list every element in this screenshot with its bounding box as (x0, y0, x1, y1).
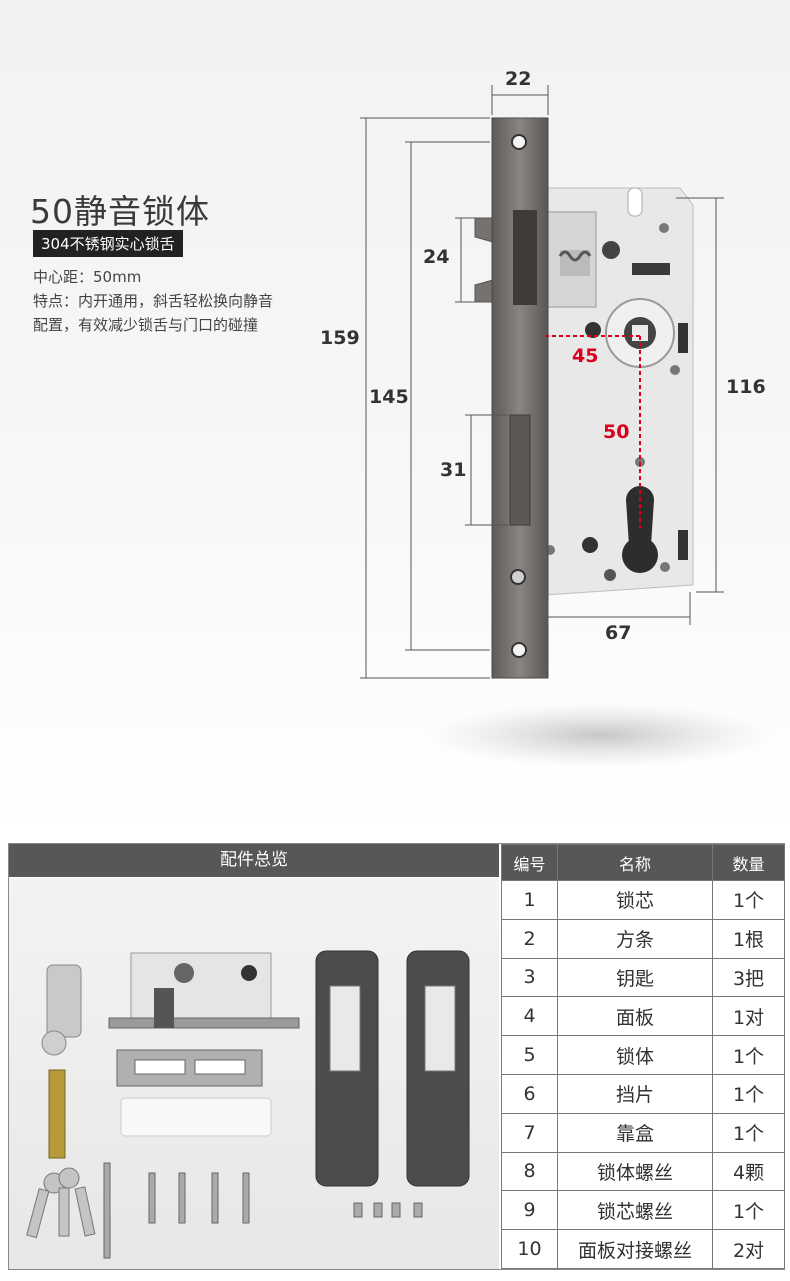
cell-name: 锁体螺丝 (557, 1151, 713, 1192)
product-title: 50静音锁体 (30, 192, 210, 231)
dim-67: 67 (605, 622, 632, 644)
features-line-2: 配置，有效减少锁舌与门口的碰撞 (33, 316, 259, 334)
cell-quantity: 3把 (712, 957, 785, 998)
dim-45: 45 (572, 345, 599, 367)
cell-name: 方条 (557, 918, 713, 959)
keys (26, 1167, 96, 1239)
dim-50: 50 (603, 421, 630, 443)
cell-quantity: 1个 (712, 880, 785, 920)
dim-116: 116 (726, 376, 766, 398)
lock-body (544, 187, 694, 596)
col-header-number: 编号 (501, 844, 558, 881)
cell-quantity: 2对 (712, 1229, 785, 1269)
lock-body-part (108, 952, 300, 1029)
product-section: 50静音锁体 304不锈钢实心锁舌 中心距：50mm 特点：内开通用，斜舌轻松换… (0, 0, 790, 830)
faceplate (491, 117, 549, 679)
cell-number: 5 (501, 1035, 558, 1075)
mortise-lock-drawing (360, 85, 770, 767)
dim-24: 24 (423, 246, 450, 268)
cell-quantity: 1个 (712, 1035, 785, 1075)
accessories-header: 配件总览 (9, 844, 499, 877)
spindle (48, 1069, 66, 1159)
handle-panels (315, 950, 470, 1187)
cell-number: 6 (501, 1073, 558, 1114)
cell-name: 锁芯螺丝 (557, 1190, 713, 1231)
cell-number: 8 (501, 1151, 558, 1192)
screws (103, 1162, 423, 1259)
dim-159: 159 (320, 327, 360, 349)
cell-name: 面板 (557, 996, 713, 1037)
dim-31: 31 (440, 459, 467, 481)
cell-name: 挡片 (557, 1073, 713, 1114)
dim-22: 22 (505, 68, 532, 90)
cell-quantity: 1个 (712, 1073, 785, 1114)
cell-quantity: 1对 (712, 996, 785, 1037)
cell-number: 4 (501, 996, 558, 1037)
cell-name: 钥匙 (557, 957, 713, 998)
accessories-illustration (26, 950, 470, 1259)
cell-number: 2 (501, 918, 558, 959)
cell-number: 9 (501, 1190, 558, 1231)
center-distance-text: 中心距：50mm (33, 268, 142, 286)
col-header-quantity: 数量 (712, 844, 785, 881)
table-header-row: 编号 名称 数量 (501, 844, 785, 881)
floor-shadow (430, 703, 770, 767)
cell-quantity: 1个 (712, 1190, 785, 1231)
cell-name: 面板对接螺丝 (557, 1229, 713, 1269)
cell-name: 锁体 (557, 1035, 713, 1075)
strike-box (120, 1097, 272, 1137)
center-distance-lines (545, 335, 641, 528)
cell-number: 1 (501, 880, 558, 920)
cell-number: 7 (501, 1112, 558, 1153)
cell-quantity: 1根 (712, 918, 785, 959)
dim-145: 145 (369, 386, 409, 408)
lock-cylinder (41, 964, 82, 1056)
col-header-name: 名称 (557, 844, 713, 881)
cell-number: 3 (501, 957, 558, 998)
dimension-lines (360, 85, 724, 679)
accessories-section: 配件总览 (8, 843, 785, 1270)
cell-quantity: 1个 (712, 1112, 785, 1153)
material-badge: 304不锈钢实心锁舌 (33, 230, 183, 257)
features-line-1: 特点：内开通用，斜舌轻松换向静音 (33, 292, 274, 310)
cell-name: 锁芯 (557, 880, 713, 920)
cell-quantity: 4颗 (712, 1151, 785, 1192)
accessories-photo (9, 878, 499, 1269)
cell-name: 靠盒 (557, 1112, 713, 1153)
cell-number: 10 (501, 1229, 558, 1269)
